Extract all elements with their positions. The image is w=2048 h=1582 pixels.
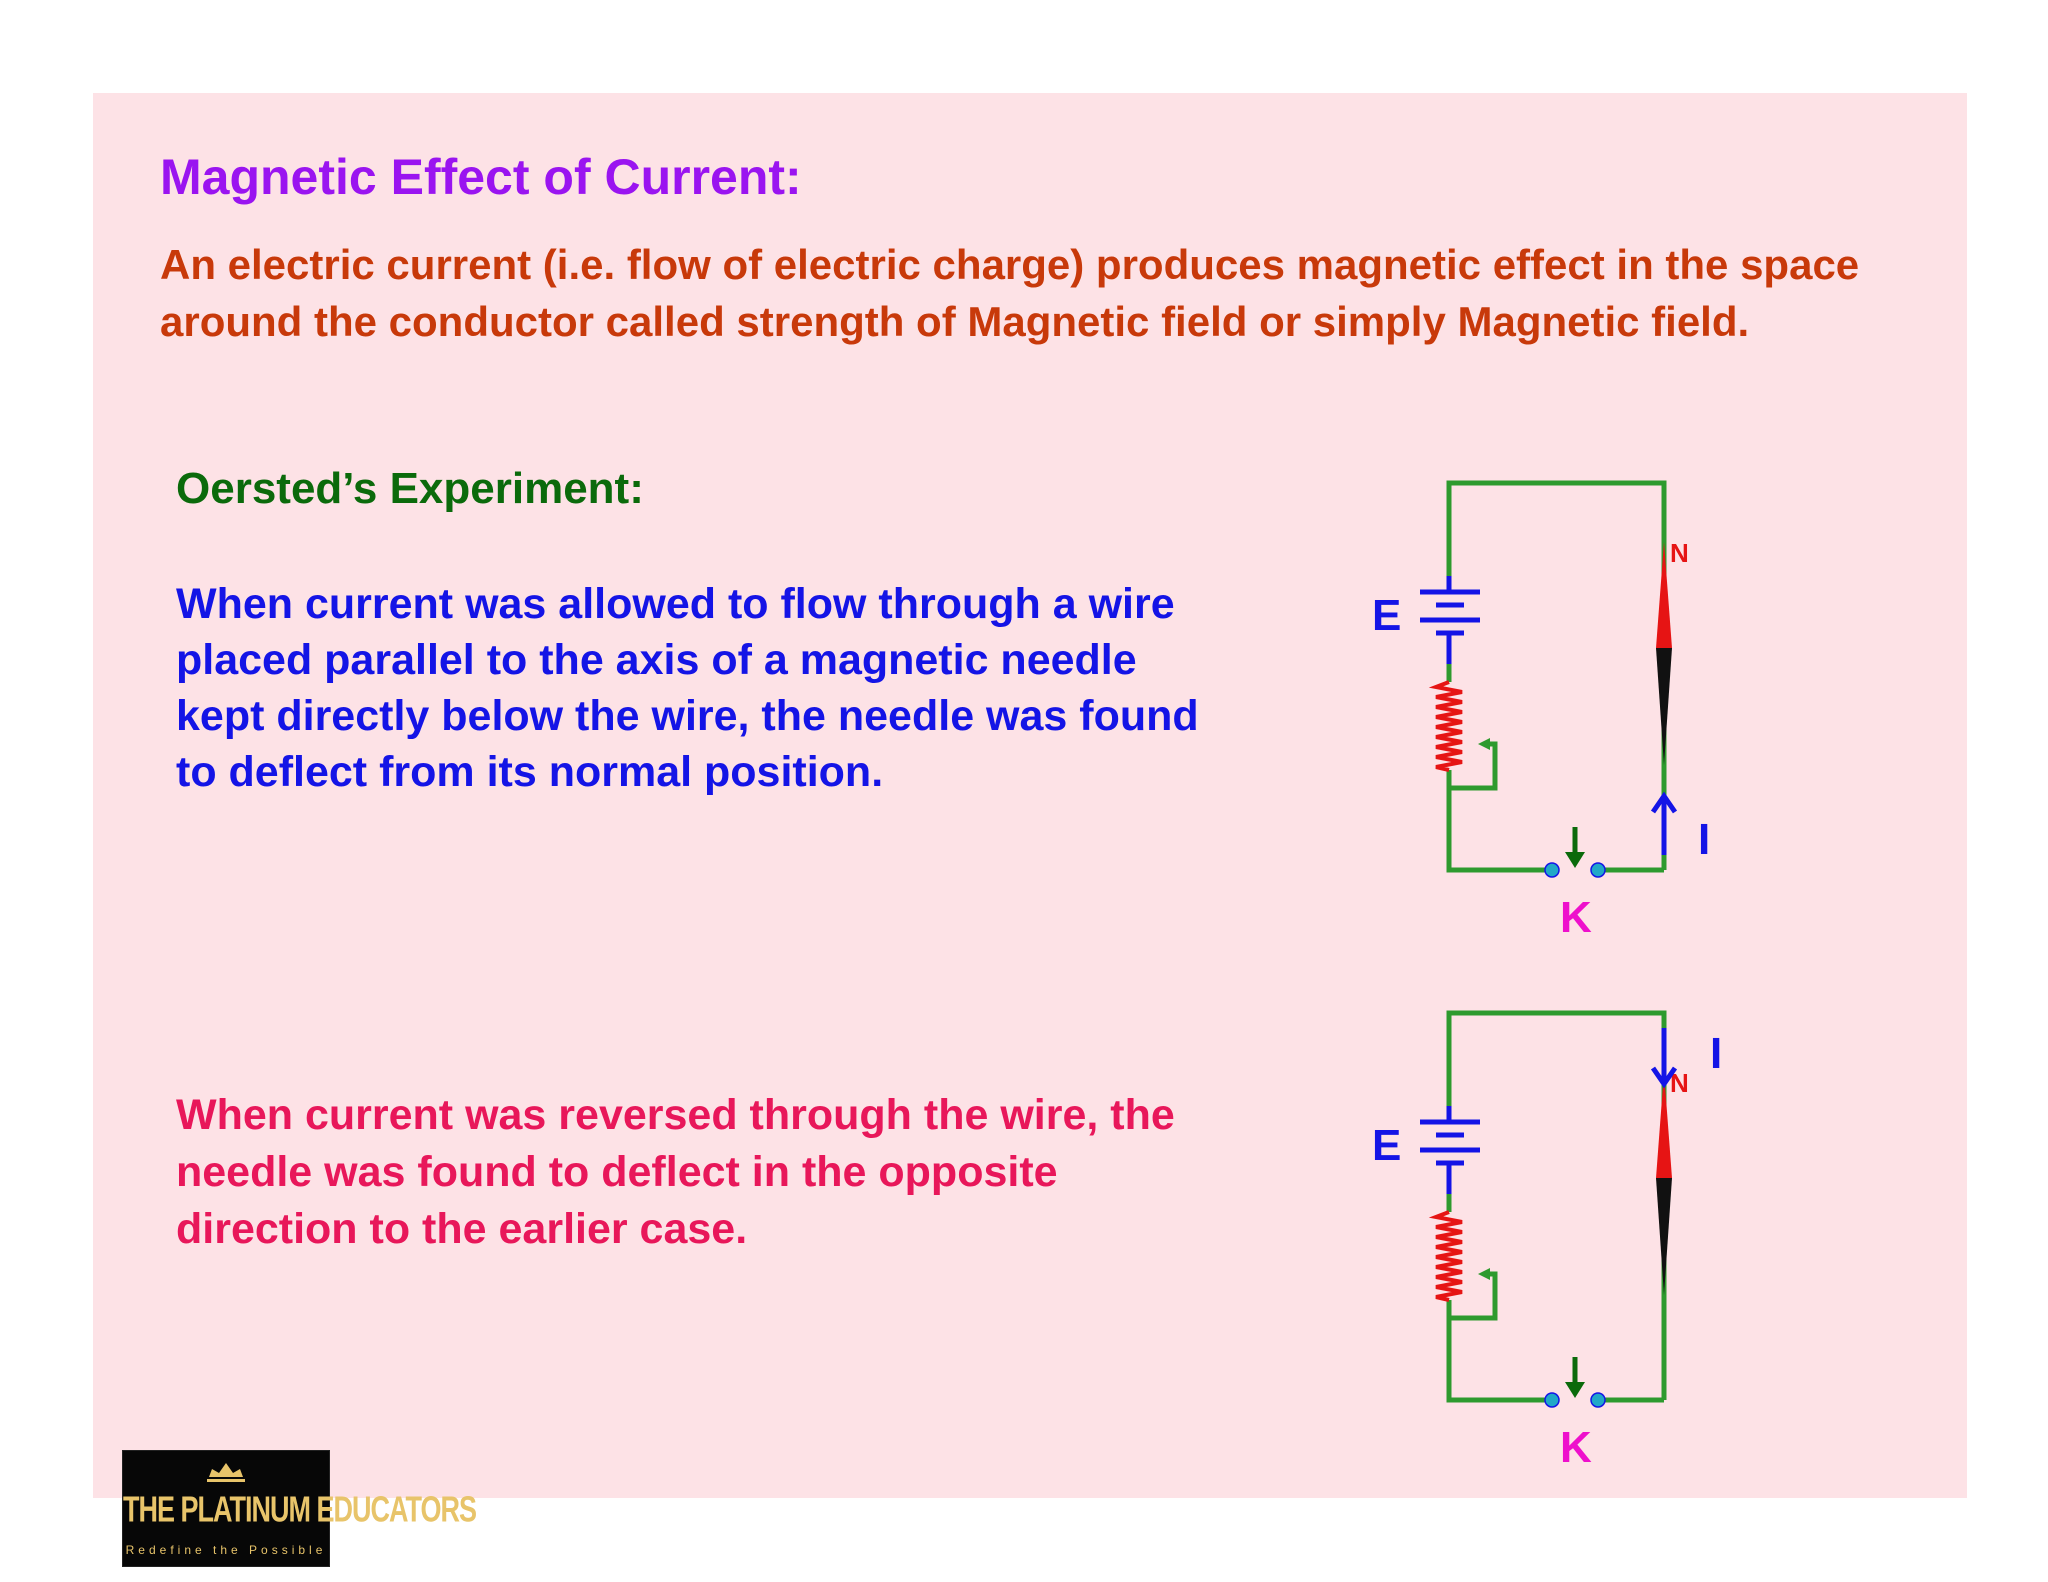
observation-normal-current: When current was allowed to flow through… xyxy=(176,580,1199,796)
circuit-wires xyxy=(1446,480,1667,873)
rheostat-slider-icon xyxy=(1478,1268,1490,1280)
north-label: N xyxy=(1670,538,1689,568)
current-arrow-down-icon xyxy=(1650,1028,1678,1089)
current-label: I xyxy=(1710,1029,1720,1078)
current-arrow-up-icon xyxy=(1650,791,1678,855)
logo-tagline: Redefine the Possible xyxy=(125,1543,327,1557)
observation-reversed-current: When current was reversed through the wi… xyxy=(176,1091,1175,1253)
key-label: K xyxy=(1560,1423,1592,1472)
battery-label: E xyxy=(1372,1121,1401,1170)
brand-logo: THE PLATINUM EDUCATORS Redefine the Poss… xyxy=(122,1450,477,1567)
battery-icon xyxy=(1420,1106,1480,1194)
needle-north-icon xyxy=(1656,542,1672,648)
crown-icon xyxy=(207,1463,245,1482)
logo-brand-text: THE PLATINUM EDUCATORS xyxy=(123,1489,477,1530)
north-label: N xyxy=(1670,1068,1689,1098)
needle-south-icon xyxy=(1656,1178,1672,1295)
circuit-diagram-normal: N E I K xyxy=(1372,480,1710,942)
current-label: I xyxy=(1698,815,1710,864)
needle-south-icon xyxy=(1656,648,1672,765)
circuit-wires xyxy=(1446,1010,1667,1403)
circuit-diagram-reversed: N E I K xyxy=(1372,1010,1720,1472)
rheostat-icon xyxy=(1428,1210,1463,1302)
key-label: K xyxy=(1560,893,1592,942)
battery-icon xyxy=(1420,576,1480,664)
rheostat-slider-icon xyxy=(1478,738,1490,750)
needle-north-icon xyxy=(1656,1072,1672,1178)
key-switch-icon xyxy=(1544,1357,1606,1408)
section-heading: Oersted’s Experiment: xyxy=(176,464,644,513)
key-switch-icon xyxy=(1544,827,1606,878)
battery-label: E xyxy=(1372,591,1401,640)
slide-panel xyxy=(93,93,1967,1498)
page-title: Magnetic Effect of Current: xyxy=(160,149,802,205)
intro-paragraph: An electric current (i.e. flow of electr… xyxy=(160,241,1860,345)
rheostat-icon xyxy=(1428,680,1463,772)
